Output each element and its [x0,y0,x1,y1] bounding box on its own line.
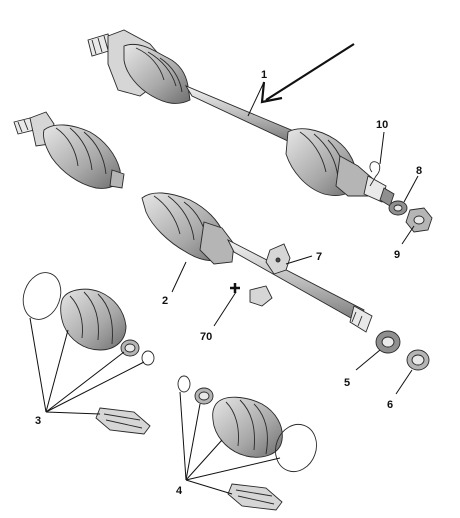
pointer-arrow [260,43,355,104]
callout-4: 4 [176,485,183,497]
boot-kit-right [177,375,317,511]
callout-8: 8 [416,165,422,177]
callout-7: 7 [316,251,322,263]
callout-9: 9 [394,249,400,261]
cotter-pin [369,161,381,187]
bracket-upper [265,243,291,275]
cv-joint-upper-left [13,111,125,189]
leader-lines [29,81,419,495]
callout-6: 6 [387,399,393,411]
callout-3: 3 [35,415,41,427]
boot-kit-left [22,272,155,435]
driveshaft-upper [87,29,395,207]
driveshaft-lower [141,192,373,333]
washer [388,200,408,216]
callout-70: 70 [200,331,212,343]
callout-5: 5 [344,377,350,389]
callout-2: 2 [162,295,168,307]
castle-nut [405,207,433,233]
bracket-lower [249,285,273,307]
callout-1: 1 [261,69,267,81]
cross-marker [230,283,240,293]
callout-10: 10 [376,119,388,131]
ring [406,349,430,371]
seal-ring [375,330,401,354]
